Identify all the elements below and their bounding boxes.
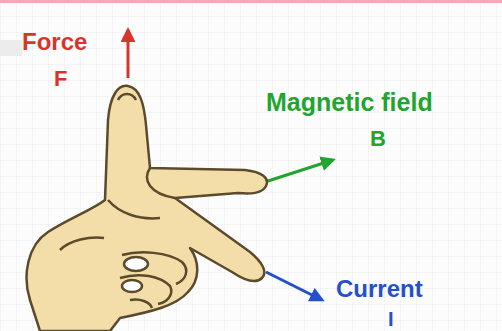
force-arrow [127, 30, 130, 78]
force-symbol: F [54, 68, 67, 90]
field-label: Magnetic field [266, 90, 433, 115]
hand [27, 86, 267, 331]
force-label: Force [22, 30, 87, 54]
current-arrow [266, 272, 322, 300]
field-arrow [268, 160, 333, 181]
field-symbol: B [370, 128, 386, 150]
side-tab [0, 40, 22, 56]
current-symbol: I [388, 309, 394, 329]
current-label: Current [336, 277, 423, 301]
top-bar [0, 0, 502, 3]
